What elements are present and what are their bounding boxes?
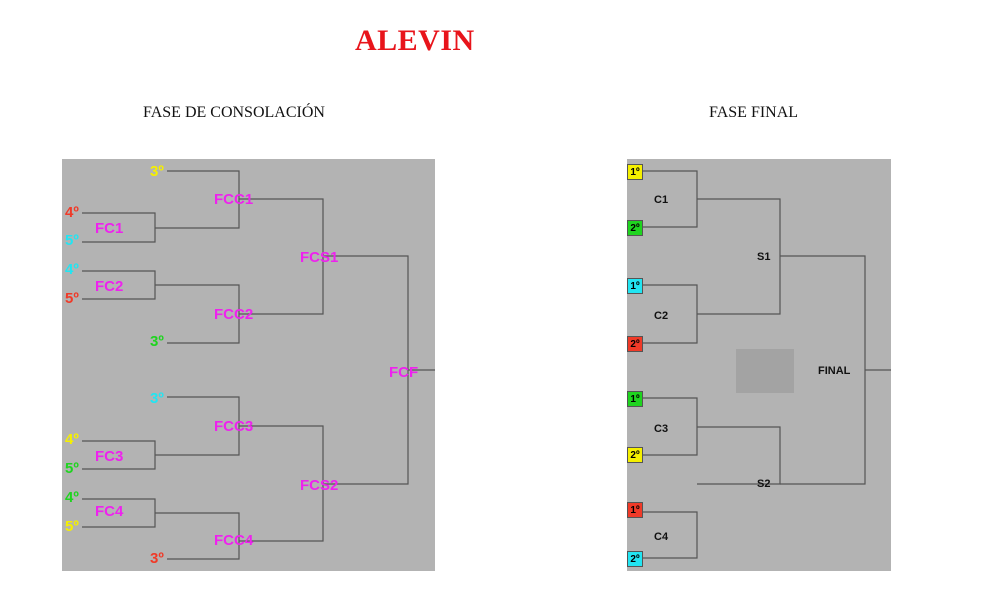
match-fc1: FC1 — [95, 220, 124, 237]
seed-label: 5º — [65, 290, 79, 307]
match-fcc1: FCC1 — [214, 191, 254, 208]
match-fcc2: FCC2 — [214, 306, 254, 323]
consolation-bracket: 3º 4º 5º 4º 5º 3º 3º 4º 5º 4º 5º 3º FC1 … — [62, 159, 435, 571]
match-fcc3: FCC3 — [214, 418, 254, 435]
blank-placeholder — [736, 349, 794, 393]
page-title: ALEVIN — [355, 24, 475, 57]
match-fc3: FC3 — [95, 448, 124, 465]
seed-label: 4º — [65, 204, 79, 221]
seed-box: 1º — [627, 502, 643, 518]
final-phase-heading: FASE FINAL — [709, 104, 799, 121]
c2-connector — [643, 284, 698, 344]
match-c2: C2 — [654, 310, 669, 322]
match-s2: S2 — [757, 478, 771, 490]
match-fc2: FC2 — [95, 278, 124, 295]
match-fcf: FCF — [389, 364, 419, 381]
seed-box: 2º — [627, 336, 643, 352]
match-final: FINAL — [818, 365, 851, 377]
seed-label: 3º — [150, 550, 164, 567]
seed-box: 2º — [627, 447, 643, 463]
final-phase-bracket: 1º 2º 1º 2º 1º 2º 1º 2º C1 C2 C3 C4 S1 S… — [627, 159, 891, 571]
consolation-heading: FASE DE CONSOLACIÓN — [143, 104, 325, 121]
seed-label: 3º — [150, 163, 164, 180]
seed-label: 4º — [65, 489, 79, 506]
match-s1: S1 — [757, 251, 771, 263]
c4-connector — [643, 511, 698, 559]
seed-label: 5º — [65, 460, 79, 477]
s2-connector — [697, 426, 781, 485]
seed-label: 4º — [65, 431, 79, 448]
seed-box: 1º — [627, 278, 643, 294]
seed-label: 5º — [65, 232, 79, 249]
fcc4-connector — [155, 512, 240, 560]
seed-label: 3º — [150, 333, 164, 350]
seed-label: 5º — [65, 518, 79, 535]
consolation-bracket-lines — [82, 170, 435, 560]
match-fc4: FC4 — [95, 503, 124, 520]
seed-label: 3º — [150, 390, 164, 407]
match-c4: C4 — [654, 531, 669, 543]
seed-box: 1º — [627, 164, 643, 180]
final-bracket-lines — [643, 170, 891, 559]
seed-box: 1º — [627, 391, 643, 407]
c3-connector — [643, 397, 698, 456]
match-fcc4: FCC4 — [214, 532, 254, 549]
match-c3: C3 — [654, 423, 669, 435]
seed-label: 4º — [65, 261, 79, 278]
c1-connector — [643, 170, 698, 228]
seed-box: 2º — [627, 551, 643, 567]
match-fcs2: FCS2 — [300, 477, 339, 494]
seed-box: 2º — [627, 220, 643, 236]
match-c1: C1 — [654, 194, 669, 206]
match-fcs1: FCS1 — [300, 249, 339, 266]
